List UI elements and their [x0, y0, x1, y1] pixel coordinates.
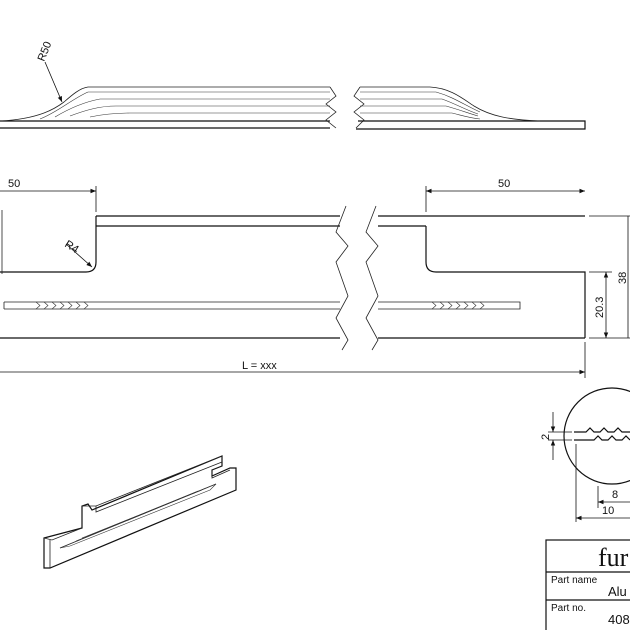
r4-label: R4	[62, 238, 80, 256]
brand-fragment: fur	[598, 543, 629, 572]
length-dimension: L = xxx	[0, 342, 586, 378]
part-no-value: 408	[608, 612, 630, 627]
tooth-label: 2	[540, 434, 552, 440]
height-dimensions: 20.3 38	[589, 215, 630, 339]
top-view-left-part	[0, 86, 337, 129]
part-name-label: Part name	[551, 575, 598, 586]
left-offset-label: 50	[8, 178, 20, 190]
slot-height-label: 20.3	[594, 297, 606, 318]
depth-label-b: 10	[602, 505, 614, 517]
left-offset-dimension: 50	[0, 178, 97, 212]
r50-dimension: R50	[36, 40, 63, 103]
part-no-label: Part no.	[551, 603, 586, 614]
front-view-slot	[3, 301, 521, 310]
depth-label-a: 8	[612, 489, 618, 501]
r4-dimension: R4	[62, 238, 93, 268]
top-view: R50	[0, 40, 586, 130]
depth-dimensions: 8 10	[575, 444, 630, 522]
front-view-body	[0, 226, 586, 339]
front-view: 50 50 R4 L = xxx 20.3 38	[0, 178, 630, 378]
detail-view: 2 8 10	[540, 387, 630, 522]
tooth-dimension: 2	[540, 412, 572, 460]
part-name-value: Alu	[608, 584, 627, 599]
height-label: 38	[617, 272, 629, 284]
length-label: L = xxx	[242, 360, 277, 372]
title-block: fur Part name Alu Part no. 408	[545, 539, 630, 630]
right-offset-label: 50	[498, 178, 510, 190]
r50-label: R50	[36, 40, 55, 63]
isometric-view	[43, 455, 237, 569]
right-offset-dimension: 50	[425, 178, 585, 212]
front-view-top-rail	[95, 215, 585, 227]
top-view-right-part	[353, 86, 586, 130]
front-view-break-lines	[335, 205, 379, 351]
